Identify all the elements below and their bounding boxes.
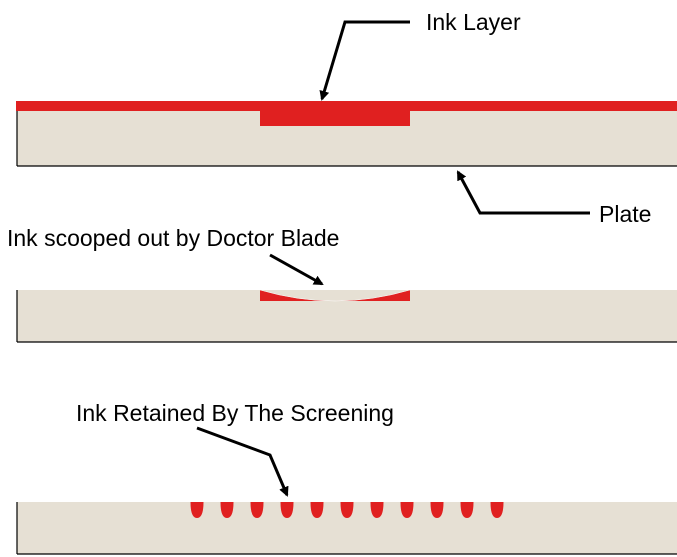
plate-label: Plate: [599, 201, 651, 227]
panel-3: Ink Retained By The Screening: [16, 400, 677, 555]
ink-cell-filled: [260, 111, 410, 126]
plate-2: [17, 290, 677, 342]
plate-arrow: [456, 170, 590, 215]
ink-layer-arrow: [319, 20, 410, 101]
panel-1: Ink Layer Plate: [16, 9, 677, 227]
screening-arrow: [196, 426, 289, 497]
screening-dot: [460, 502, 474, 518]
ink-layer-label: Ink Layer: [426, 9, 521, 35]
screening-dot: [430, 502, 444, 518]
screening-dot: [370, 502, 384, 518]
screening-dot: [340, 502, 354, 518]
screening-dot: [220, 502, 234, 518]
screening-dot: [400, 502, 414, 518]
panel-2: Ink scooped out by Doctor Blade: [7, 225, 677, 343]
screening-dot: [280, 502, 294, 518]
doctor-blade-label: Ink scooped out by Doctor Blade: [7, 225, 339, 251]
ink-scooped-surface: [259, 289, 411, 302]
screening-dots: [190, 502, 504, 518]
screening-dot: [490, 502, 504, 518]
screening-label: Ink Retained By The Screening: [76, 400, 394, 426]
screening-dot: [190, 502, 204, 518]
screening-dot: [250, 502, 264, 518]
doctor-blade-arrow: [269, 253, 324, 286]
ink-layer: [16, 101, 677, 111]
screening-dot: [310, 502, 324, 518]
